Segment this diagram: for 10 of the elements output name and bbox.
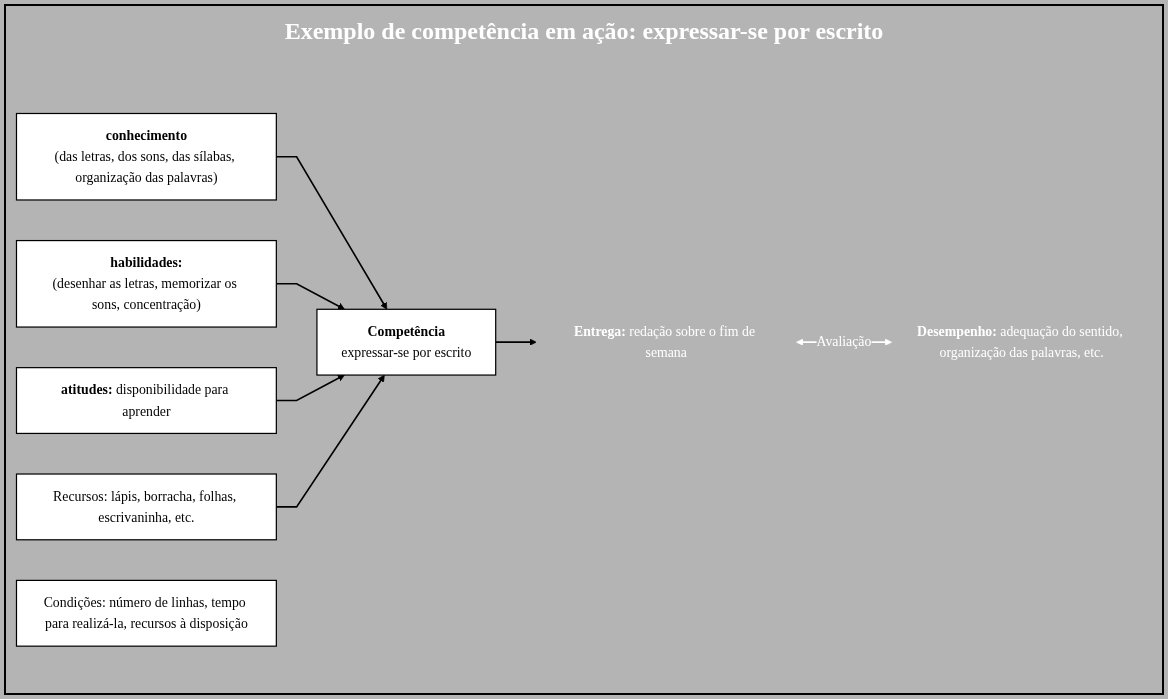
node-box: conhecimento (das letras, dos sons, das sílabas, organização das palavras) [15,112,277,201]
node-box: Condições: número de linhas, tempo para realizá-la, recursos à disposição [15,579,277,647]
node-box: Competência expressar-se por escrito [316,308,497,376]
node-box: habilidades: (desenhar as letras, memorizar os sons, concentração) [15,239,277,328]
edge-label: Avaliação [816,333,872,350]
title: Exemplo de competência em ação: expressar-se por escrito [283,18,885,45]
node-text: Desempenho: adequação do sentido, organização das palavras, etc. [917,323,1123,360]
node-box: Recursos: lápis, borracha, folhas, escrivaninha, etc. [15,473,277,541]
node-text: Entrega: redação sobre o fim de semana [573,323,756,360]
node-box: atitudes: disponibilidade para aprender [15,366,277,434]
